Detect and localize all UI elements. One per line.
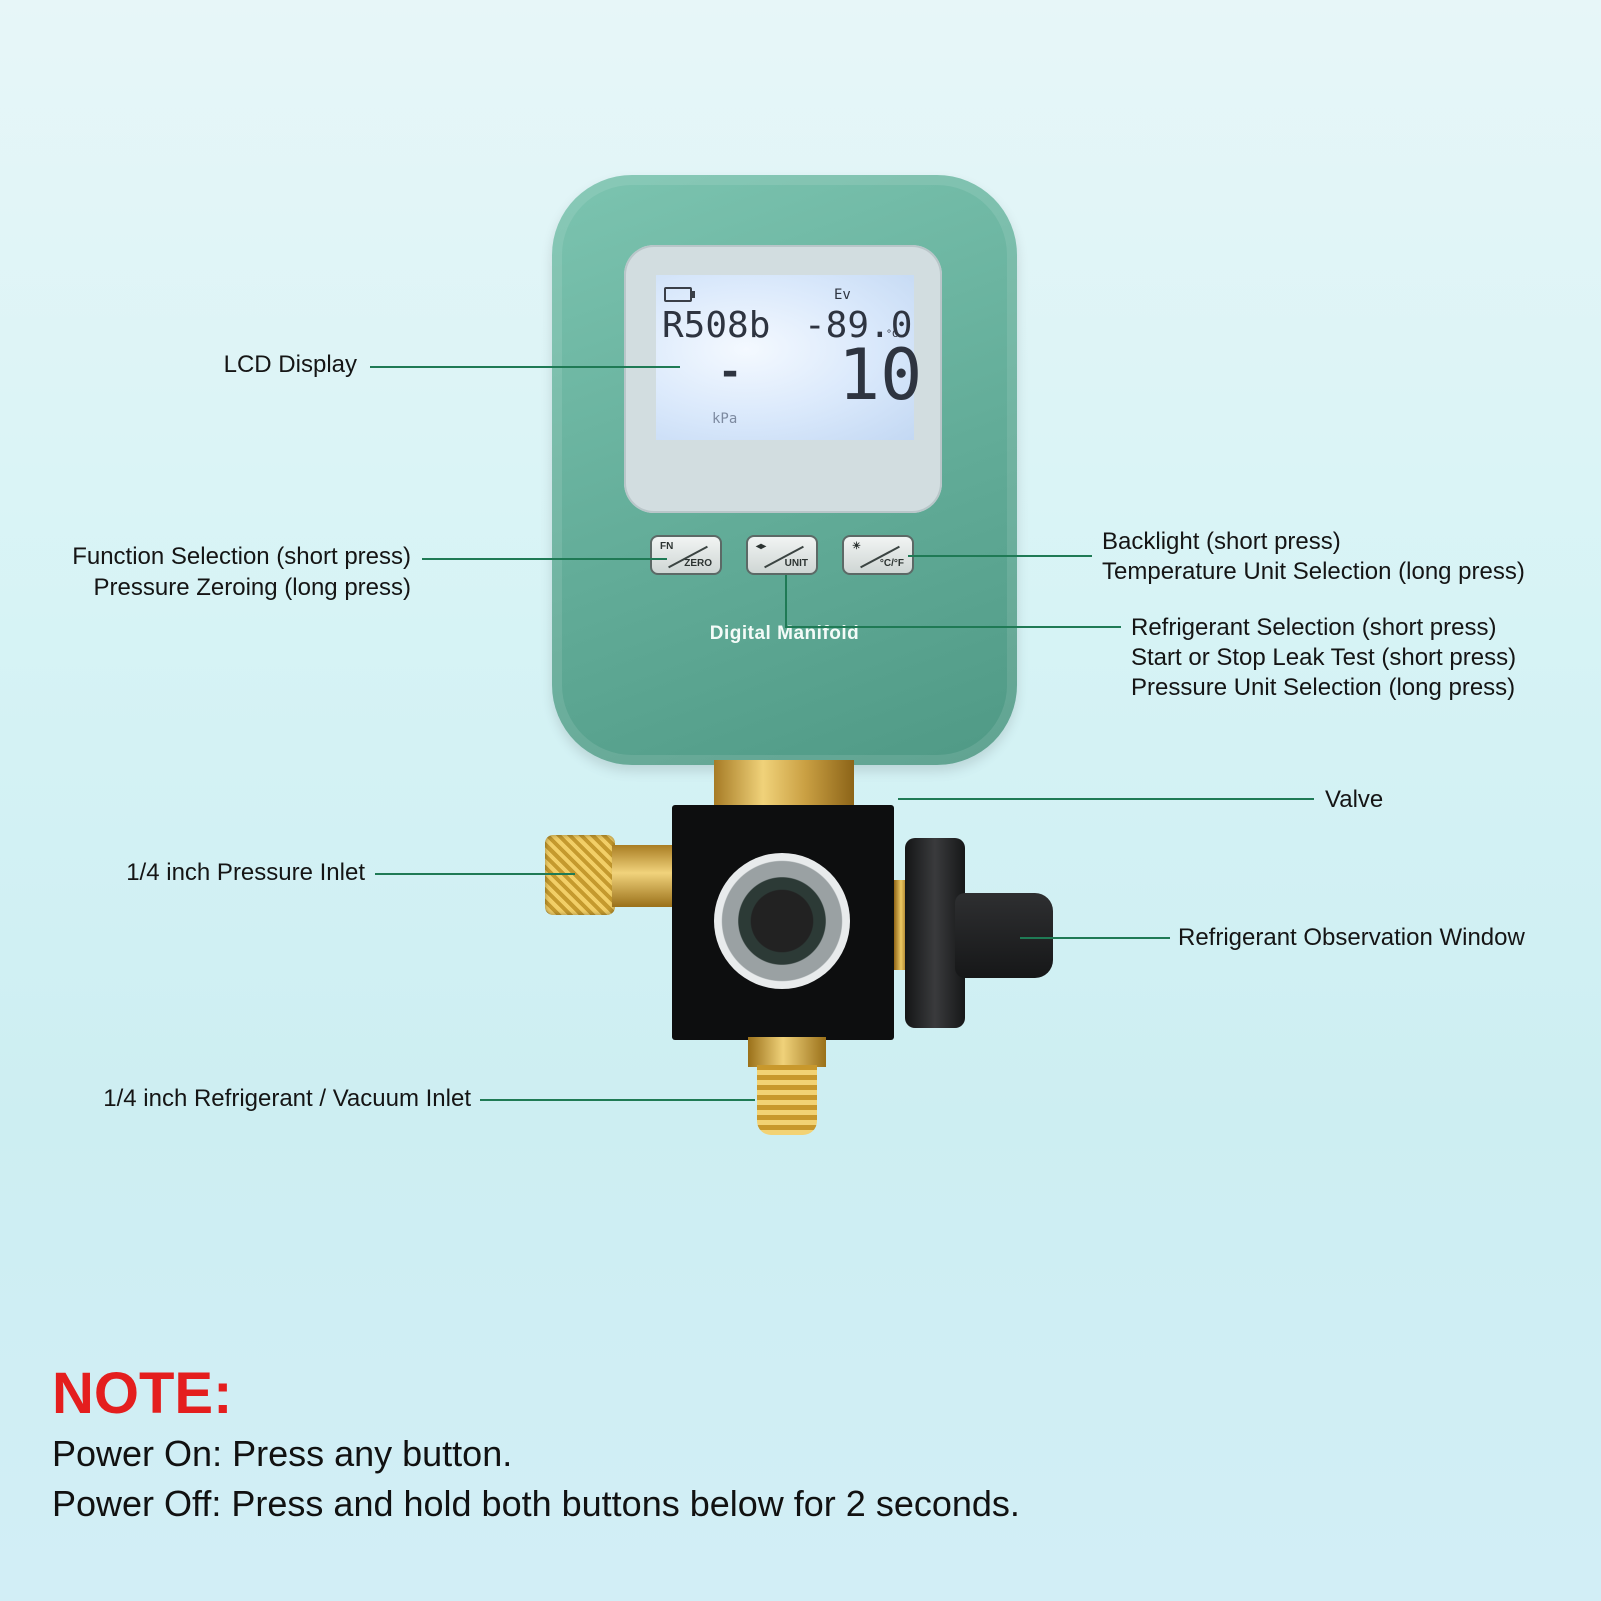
callout-pressure-zeroing: Pressure Zeroing (long press) <box>93 574 411 601</box>
callout-backlight: Backlight (short press) <box>1102 528 1341 555</box>
leader-backlight-button <box>908 555 1092 557</box>
callout-lcd-display: LCD Display <box>223 351 357 378</box>
backlight-button[interactable]: ☀ °C/°F <box>842 535 914 575</box>
leader-lcd-display <box>370 366 680 368</box>
valve-shaft <box>894 880 908 970</box>
leader-pressure-inlet <box>375 873 575 875</box>
valve-block <box>672 805 894 1040</box>
callout-temp-unit: Temperature Unit Selection (long press) <box>1102 558 1525 585</box>
zero-label: ZERO <box>684 558 712 569</box>
arrows-icon: ◂▸ <box>756 541 767 552</box>
lcd-pressure-dash: - <box>718 349 743 395</box>
note-power-off: Power Off: Press and hold both buttons b… <box>52 1483 1020 1524</box>
note-title: NOTE: <box>52 1361 233 1426</box>
valve-knob-handle[interactable] <box>955 893 1053 978</box>
lcd-temperature: -89.0 <box>804 305 913 346</box>
lcd-reading: 10 <box>838 334 923 416</box>
unit-label: UNIT <box>784 558 808 569</box>
gauge-housing: R508b Ev -89.0 °C - 10 kPa FN ZERO ◂▸ UN… <box>552 175 1017 765</box>
vacuum-inlet-flare <box>757 1065 817 1135</box>
fn-zero-button[interactable]: FN ZERO <box>650 535 722 575</box>
callout-leak-test: Start or Stop Leak Test (short press) <box>1131 644 1517 671</box>
callout-pressure-inlet: 1/4 inch Pressure Inlet <box>126 859 365 886</box>
leader-observation-window <box>1020 937 1170 939</box>
unit-button[interactable]: ◂▸ UNIT <box>746 535 818 575</box>
sun-icon: ☀ <box>852 541 861 552</box>
observation-window <box>714 853 850 989</box>
brass-connector <box>714 760 854 808</box>
leader-fn-button <box>422 558 667 560</box>
bottom-hex-fitting <box>748 1037 826 1067</box>
lcd-pressure-unit: kPa <box>712 411 738 427</box>
lcd-temp-unit: °C <box>886 329 899 340</box>
pressure-inlet-fitting <box>612 845 674 907</box>
cf-label: °C/°F <box>879 558 904 569</box>
fn-label: FN <box>660 541 674 552</box>
leader-unit-button-vertical <box>785 575 787 627</box>
screen-bezel: R508b Ev -89.0 °C - 10 kPa <box>624 245 942 513</box>
callout-vacuum-inlet: 1/4 inch Refrigerant / Vacuum Inlet <box>103 1085 471 1112</box>
leader-valve <box>898 798 1314 800</box>
lcd-refrigerant: R508b <box>662 305 771 346</box>
button-row: FN ZERO ◂▸ UNIT ☀ °C/°F <box>650 535 920 579</box>
battery-icon <box>664 287 695 302</box>
lcd-mode: Ev <box>834 287 851 303</box>
pressure-inlet-cap <box>545 835 615 915</box>
brand-label: Digital Manifold <box>709 623 860 644</box>
callout-function-selection: Function Selection (short press) <box>72 543 411 570</box>
callout-valve: Valve <box>1325 786 1384 813</box>
callout-refrigerant-selection: Refrigerant Selection (short press) <box>1131 614 1497 641</box>
callout-observation-window: Refrigerant Observation Window <box>1178 924 1525 951</box>
note-power-on: Power On: Press any button. <box>52 1433 513 1474</box>
leader-unit-button <box>785 626 1121 628</box>
leader-vacuum-inlet <box>480 1099 755 1101</box>
callout-pressure-unit: Pressure Unit Selection (long press) <box>1131 674 1516 701</box>
lcd-screen: R508b Ev -89.0 °C - 10 kPa <box>656 275 922 440</box>
